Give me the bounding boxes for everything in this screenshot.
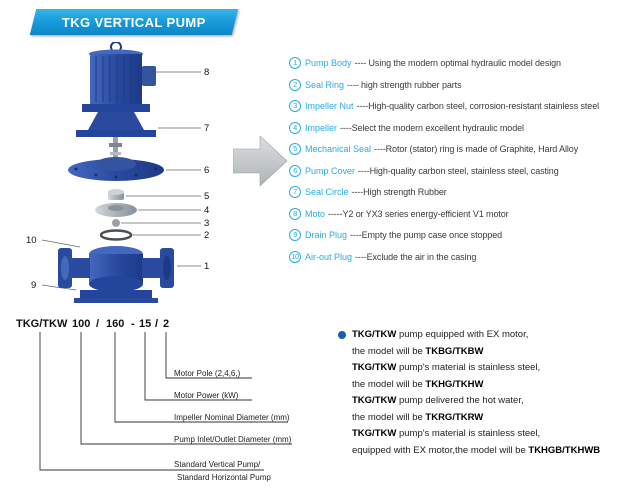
model-code-separator: / [96,318,100,330]
feature-label: Pump Body [305,58,352,69]
feature-label: Seal Circle [305,187,349,198]
model-label-inlet-diameter: Pump Inlet/Outlet Diameter (mm) [174,435,292,444]
note-line: TKG/TKW pump equipped with EX motor, [352,329,529,340]
feature-row: 10 Air-out Plug ----Exclude the air in t… [289,250,616,264]
feature-desc: ----Exclude the air in the casing [355,251,477,262]
feature-label: Mechanical Seal [305,144,372,155]
feature-desc: ----High-quality carbon steel, stainless… [358,165,559,176]
feature-row: 4 Impeller ----Select the modern excelle… [289,121,616,135]
note-item: TKG/TKW pump's material is stainless ste… [352,426,614,459]
feature-row: 1 Pump Body ---- Using the modern optima… [289,57,616,70]
circled-number-icon: 4 [289,121,301,134]
model-code-separator: - [131,318,135,330]
callout-7: 7 [204,123,209,134]
callout-lines [41,71,201,291]
motor-bracket [76,112,156,137]
callout-numbers: 8 7 6 5 4 3 2 1 10 9 [26,67,209,291]
note-line: TKG/TKW pump delivered the hot water, [352,395,524,406]
feature-label: Pump Cover [305,165,356,176]
callout-3: 3 [204,218,209,229]
note-line: the model will be TKRG/TKRW [352,411,484,423]
feature-label: Moto [305,208,326,219]
callout-8: 8 [204,67,209,78]
pump-cover [68,157,164,181]
feature-row: 2 Seal Ring ---- high strength rubber pa… [289,78,616,92]
feature-desc: ----High-quality carbon steel, corrosion… [356,101,600,112]
model-code-breakdown: TKG/TKW 100 / 160 - 15 / 2 Motor Pole (2… [14,318,314,496]
callout-4: 4 [204,205,209,216]
mechanical-seal [108,189,124,200]
feature-desc: ----Empty the pump case once stopped [350,230,503,241]
feature-label: Air-out Plug [305,251,353,262]
note-line: the model will be TKBG/TKBW [352,345,484,357]
callout-1: 1 [204,261,209,272]
feature-desc: ----Select the modern excellent hydrauli… [340,122,524,133]
circled-number-icon: 6 [289,164,301,177]
model-label-impeller-diameter: Impeller Nominal Diameter (mm) [174,413,290,422]
feature-row: 9 Drain Plug ----Empty the pump case onc… [289,229,616,242]
motor [82,42,156,112]
note-line: TKG/TKW pump's material is stainless ste… [352,362,541,373]
circled-number-icon: 1 [289,57,301,70]
title-banner: TKG VERTICAL PUMP [29,9,239,35]
arrow-right-icon [233,135,288,187]
circled-number-icon: 3 [289,100,301,113]
model-code-impeller: 160 [106,318,125,330]
model-code-inlet: 100 [72,318,91,330]
model-code-separator: / [155,318,159,330]
feature-row: 3 Impeller Nut ----High-quality carbon s… [289,100,616,113]
note-item: TKG/TKW pump equipped with EX motor, the… [352,327,614,360]
model-label-motor-power: Motor Power (kW) [174,391,239,400]
note-item: TKG/TKW pump delivered the hot water, th… [352,393,614,426]
bullet-icon [338,331,346,339]
model-code-power: 15 [139,318,152,330]
impeller-nut [112,219,120,227]
shaft [109,137,122,159]
feature-label: Impeller Nut [305,101,354,112]
note-item: TKG/TKW pump's material is stainless ste… [352,360,614,393]
feature-desc: ---- high strength rubber parts [347,79,462,90]
note-line: the model will be TKHG/TKHW [352,378,484,390]
model-code-connector-lines [39,332,292,471]
circled-number-icon: 7 [289,186,301,199]
page-title: TKG VERTICAL PUMP [62,14,206,30]
feature-label: Seal Ring [305,79,345,90]
feature-row: 5 Mechanical Seal ----Rotor (stator) rin… [289,143,616,156]
callout-9: 9 [31,280,36,291]
feature-row: 8 Moto -----Y2 or YX3 series energy-effi… [289,207,616,221]
note-line: TKG/TKW pump's material is stainless ste… [352,428,541,439]
circled-number-icon: 2 [289,78,301,91]
callout-2: 2 [204,230,209,241]
model-code-pole: 2 [163,318,170,330]
model-label-horizontal-pump: Standard Horizontal Pump [177,473,271,482]
feature-row: 6 Pump Cover ----High-quality carbon ste… [289,164,616,178]
model-label-motor-pole: Motor Pole (2,4,6,) [174,369,241,378]
model-label-vertical-pump: Standard Vertical Pump/ [174,460,261,469]
seal-ring [99,229,133,241]
impeller [95,203,137,217]
pump-body [58,246,174,303]
circled-number-icon: 9 [289,229,301,242]
feature-desc: -----Y2 or YX3 series energy-efficient V… [328,208,509,219]
note-line: equipped with EX motor,the model will be… [352,444,601,456]
circled-number-icon: 10 [289,250,301,263]
feature-list: 1 Pump Body ---- Using the modern optima… [289,57,616,263]
feature-label: Drain Plug [305,230,348,241]
model-code-series: TKG/TKW [16,318,68,330]
feature-desc: ----Rotor (stator) ring is made of Graph… [374,144,579,155]
callout-5: 5 [204,191,209,202]
feature-desc: ----High strength Rubber [351,187,447,198]
feature-label: Impeller [305,122,338,133]
feature-row: 7 Seal Circle ----High strength Rubber [289,186,616,199]
pump-exploded-diagram: 8 7 6 5 4 3 2 1 10 9 [26,42,209,303]
feature-desc: ---- Using the modern optimal hydraulic … [354,58,562,69]
circled-number-icon: 5 [289,143,301,156]
model-notes: TKG/TKW pump equipped with EX motor, the… [352,327,614,459]
callout-10: 10 [26,235,37,246]
circled-number-icon: 8 [289,207,301,220]
callout-6: 6 [204,165,209,176]
